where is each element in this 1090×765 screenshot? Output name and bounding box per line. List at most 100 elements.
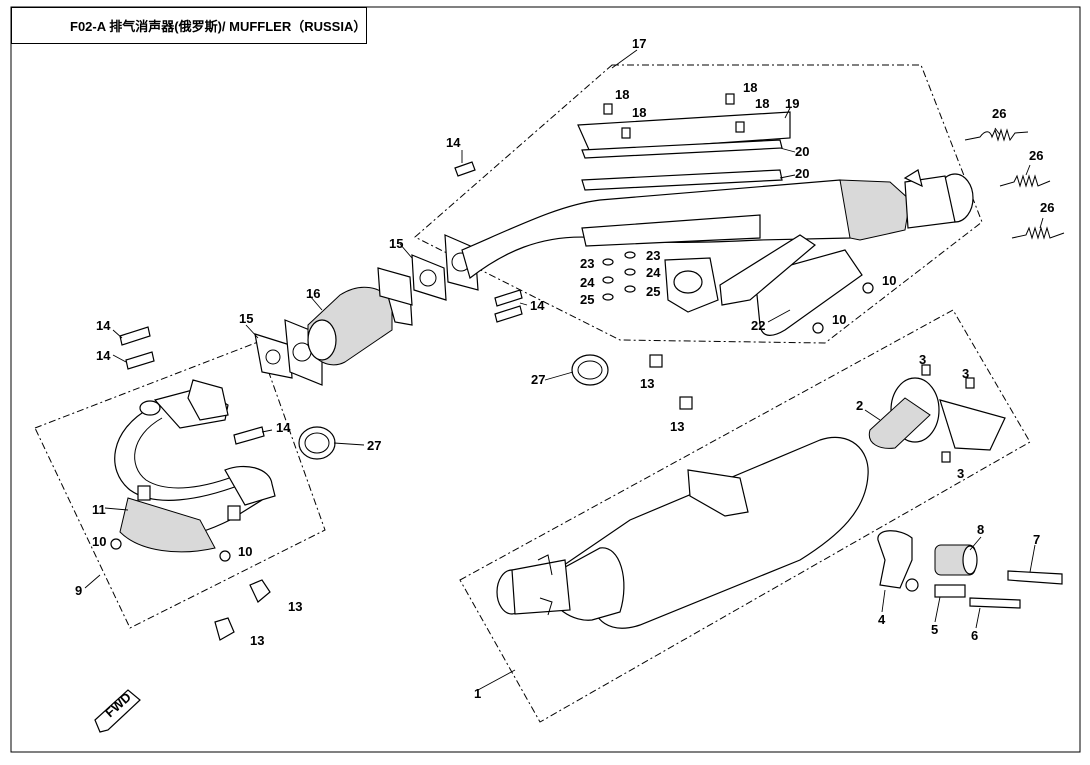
sleeve-5 [934,584,966,598]
callout-label: 15 [389,236,403,251]
gasket-15c [377,267,413,306]
catalyst-16-end [307,319,337,361]
callout-label: 27 [367,438,381,453]
gasket-15a [254,333,293,379]
flange-lower [187,379,229,421]
callout-label: 18 [632,105,646,120]
callout-label: 24 [646,265,661,280]
mid-catalyst [839,179,911,241]
callout-label: 20 [795,166,809,181]
callout-label: 18 [743,80,757,95]
muffler-bracket [687,469,749,517]
callout-label: 1 [474,686,481,701]
callout-label: 3 [919,352,926,367]
heat-shield-20b [581,169,783,191]
callout-labels: 1 2 3 3 3 4 5 6 7 8 9 10 10 10 10 11 13 … [75,36,1054,701]
clamp-a [137,485,151,501]
fasteners [110,93,975,641]
bolt-6 [969,597,1021,609]
washers-23-25 [602,251,636,301]
springs-26 [964,128,1065,240]
title-box: F02-A 排气消声器(俄罗斯)/ MUFFLER（RUSSIA） [11,7,367,44]
group-17-outline [414,64,983,344]
clamp-b [227,505,241,521]
gasket-15d [411,254,447,301]
muffler-tab-a [537,554,553,576]
callout-label: 23 [580,256,594,271]
callout-label: 13 [670,419,684,434]
bolts-14 [119,161,523,445]
mid-pipe-hanger [903,169,923,188]
callout-label: 26 [1040,200,1054,215]
head-pipe-joint [224,465,276,506]
callout-label: 24 [580,275,595,290]
callout-label: 18 [615,87,629,102]
callout-label: 26 [1029,148,1043,163]
callout-label: 27 [531,372,545,387]
callout-label: 18 [755,96,769,111]
muffler-body-1 [543,436,869,629]
heat-shield-lower [581,214,761,247]
callout-label: 14 [96,348,111,363]
callout-label: 25 [580,292,594,307]
callout-label: 13 [640,376,654,391]
callout-label: 8 [977,522,984,537]
callout-label: 14 [276,420,291,435]
muffler-inlet-pipe [511,559,571,615]
callout-label: 11 [92,502,106,517]
pipe-bracket [719,234,816,306]
callout-label: 25 [646,284,660,299]
mid-pipe-tail [904,175,956,229]
callout-label: 14 [96,318,111,333]
callout-label: 3 [962,366,969,381]
callout-label: 22 [751,318,765,333]
callout-label: 23 [646,248,660,263]
callout-label: 15 [239,311,253,326]
bracket-4 [877,530,913,589]
callout-label: 20 [795,144,809,159]
gasket-27-left-inner [304,432,330,454]
callout-label: 10 [882,273,896,288]
callout-label: 13 [288,599,302,614]
heat-shield-11 [119,497,216,553]
bushing-8-end [962,545,978,575]
tailpipe-2 [868,397,931,449]
bolt-7 [1007,570,1063,585]
callout-label: 10 [238,544,252,559]
callout-label: 17 [632,36,646,51]
heat-shield-20a [581,139,783,159]
callout-label: 4 [878,612,886,627]
head-pipe-port-1 [139,400,161,416]
gasket-15d-hole [419,269,437,287]
callout-label: 5 [931,622,938,637]
gasket-27-right-inner [577,360,603,380]
muffler-tab-b [539,597,553,616]
callout-label: 14 [530,298,545,313]
callout-label: 9 [75,583,82,598]
washer-4 [905,578,919,592]
leader-lines [84,49,1044,691]
frame [10,6,1081,753]
callout-label: 14 [446,135,461,150]
gasket-27-left [298,426,336,460]
callout-label: 3 [957,466,964,481]
callout-label: 10 [832,312,846,327]
outlet-flange-hole [673,270,703,294]
group-9-outline [34,341,326,629]
callout-label: 10 [92,534,106,549]
gasket-15a-hole [265,349,281,365]
callout-label: 16 [306,286,320,301]
callout-label: 7 [1033,532,1040,547]
callout-label: 19 [785,96,799,111]
callout-label: 6 [971,628,978,643]
fwd-arrow: FWD [94,689,141,733]
callout-label: 26 [992,106,1006,121]
diagram-title: F02-A 排气消声器(俄罗斯)/ MUFFLER（RUSSIA） [70,19,367,34]
gasket-27-right [571,354,609,386]
end-cap-shroud [939,399,1006,451]
head-pipe-inner [134,417,241,489]
callout-label: 13 [250,633,264,648]
callout-label: 2 [856,398,863,413]
